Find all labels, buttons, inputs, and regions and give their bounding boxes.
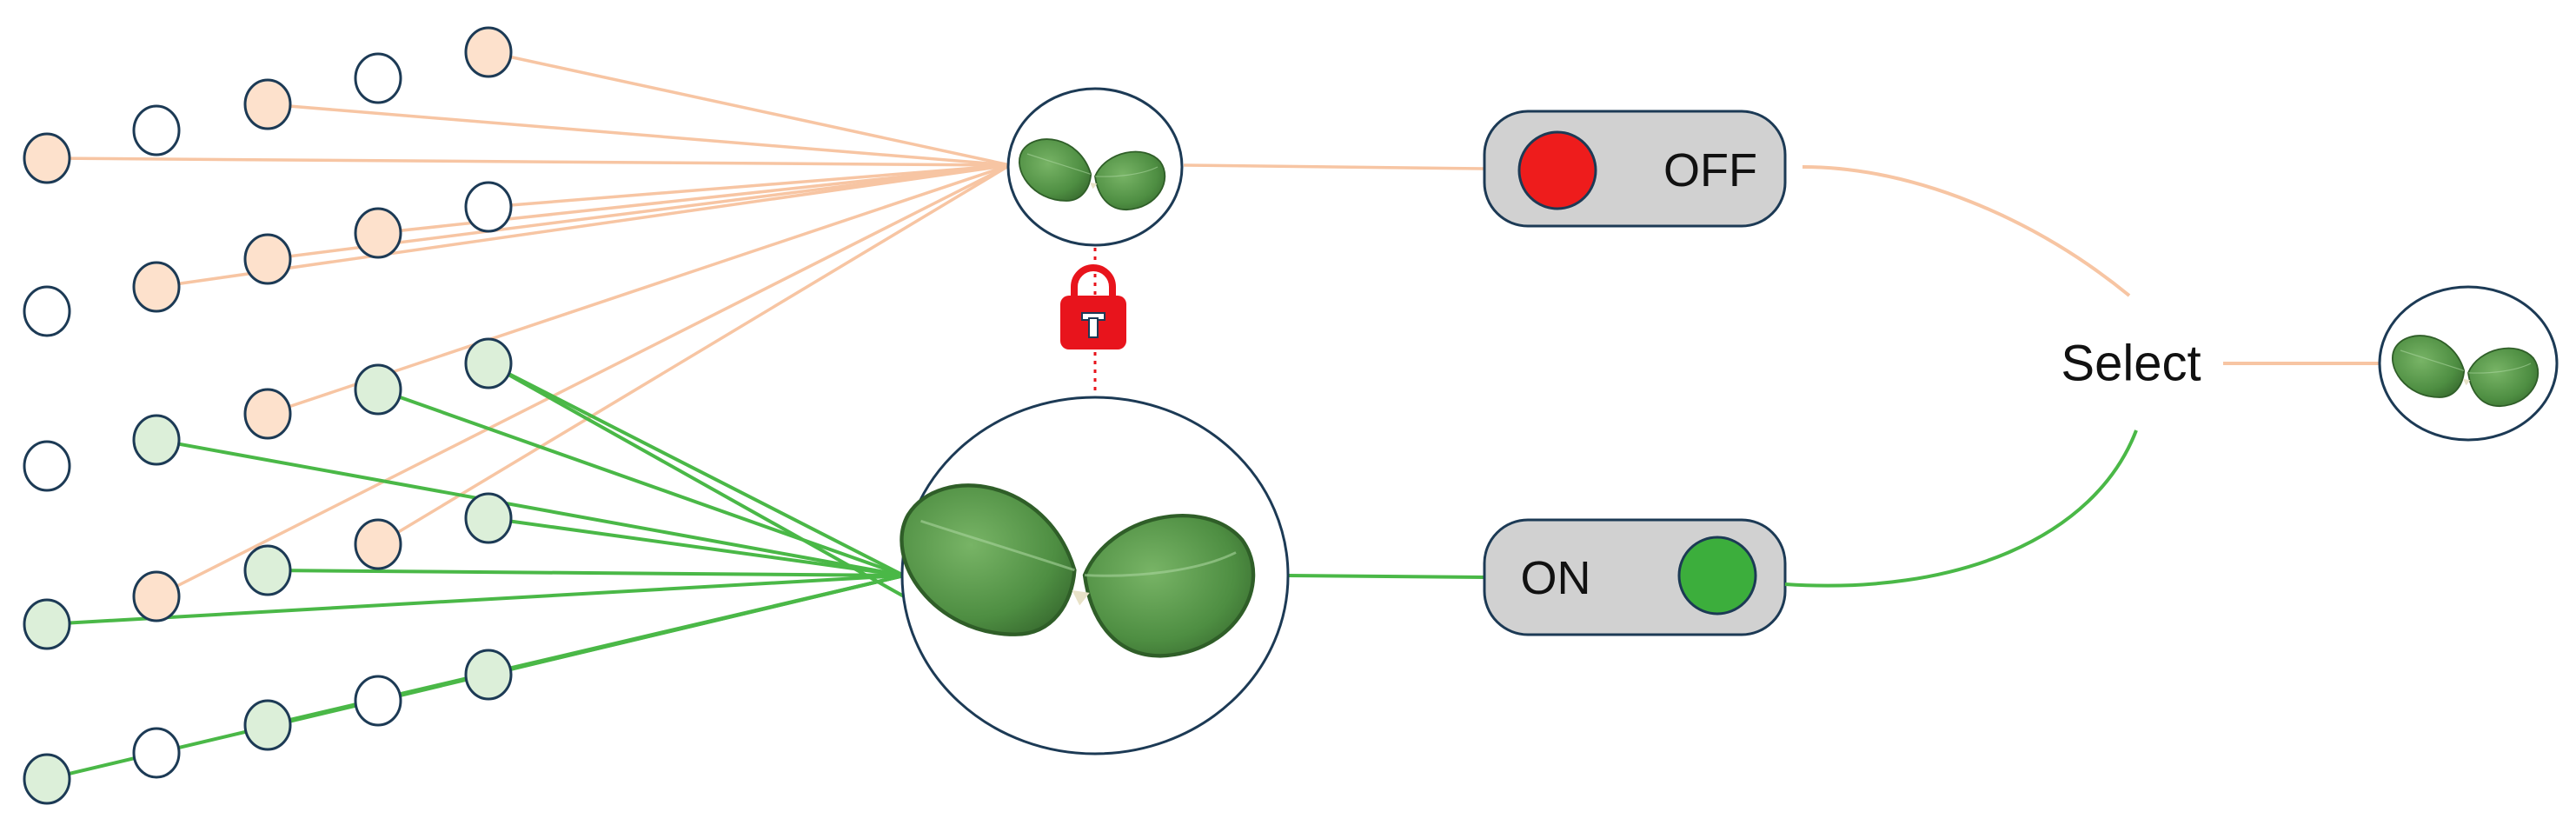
output-plant-node [2378,285,2559,442]
plant-node-small [1006,87,1184,247]
peach-edge [46,156,1011,167]
on-to-select-curve [1784,429,2138,588]
input-node [132,261,181,313]
peach-edge [156,163,1011,598]
off-switch[interactable]: OFF [1483,110,1787,228]
plant-node-large [901,396,1290,755]
input-node [354,52,402,104]
input-node [464,337,513,389]
peach-edge [488,163,1011,209]
input-node [464,492,513,544]
peach-edge [488,50,1011,167]
peach-edge [377,163,1011,546]
input-node [464,26,513,78]
input-node [243,699,292,751]
input-node [132,414,181,466]
input-node [23,132,71,184]
input-node [354,675,402,727]
off-switch-label: OFF [1663,144,1757,196]
input-node [132,570,181,622]
nodes-layer [23,26,513,805]
on-switch-label: ON [1521,552,1591,604]
input-node [23,440,71,492]
green-edge [488,362,905,577]
peach-edge [156,163,1011,289]
input-node [464,649,513,701]
on-switch[interactable]: ON [1483,518,1787,636]
input-node [132,727,181,779]
padlock-icon [1060,264,1126,349]
off-to-select-curve [1802,165,2131,297]
input-node [23,753,71,805]
select-label: Select [2061,336,2201,392]
green-edge [377,388,905,577]
green-edge [488,516,905,577]
input-node [243,388,292,440]
green-edge [156,438,905,577]
input-node [464,181,513,233]
edges-layer [46,50,1485,781]
input-node [354,518,402,570]
input-node [354,363,402,416]
green-edge [46,574,905,626]
input-node [243,233,292,285]
green-edge [267,569,905,577]
input-node [243,544,292,596]
input-node [354,207,402,259]
peach-edge [267,103,1011,167]
input-node [243,78,292,130]
input-node [132,104,181,156]
input-node [23,285,71,337]
green-edge [1287,574,1485,579]
off-knob [1517,130,1597,210]
peach-edge [1183,163,1485,170]
green-edge [488,362,905,598]
on-knob [1677,536,1757,616]
input-node [23,598,71,650]
